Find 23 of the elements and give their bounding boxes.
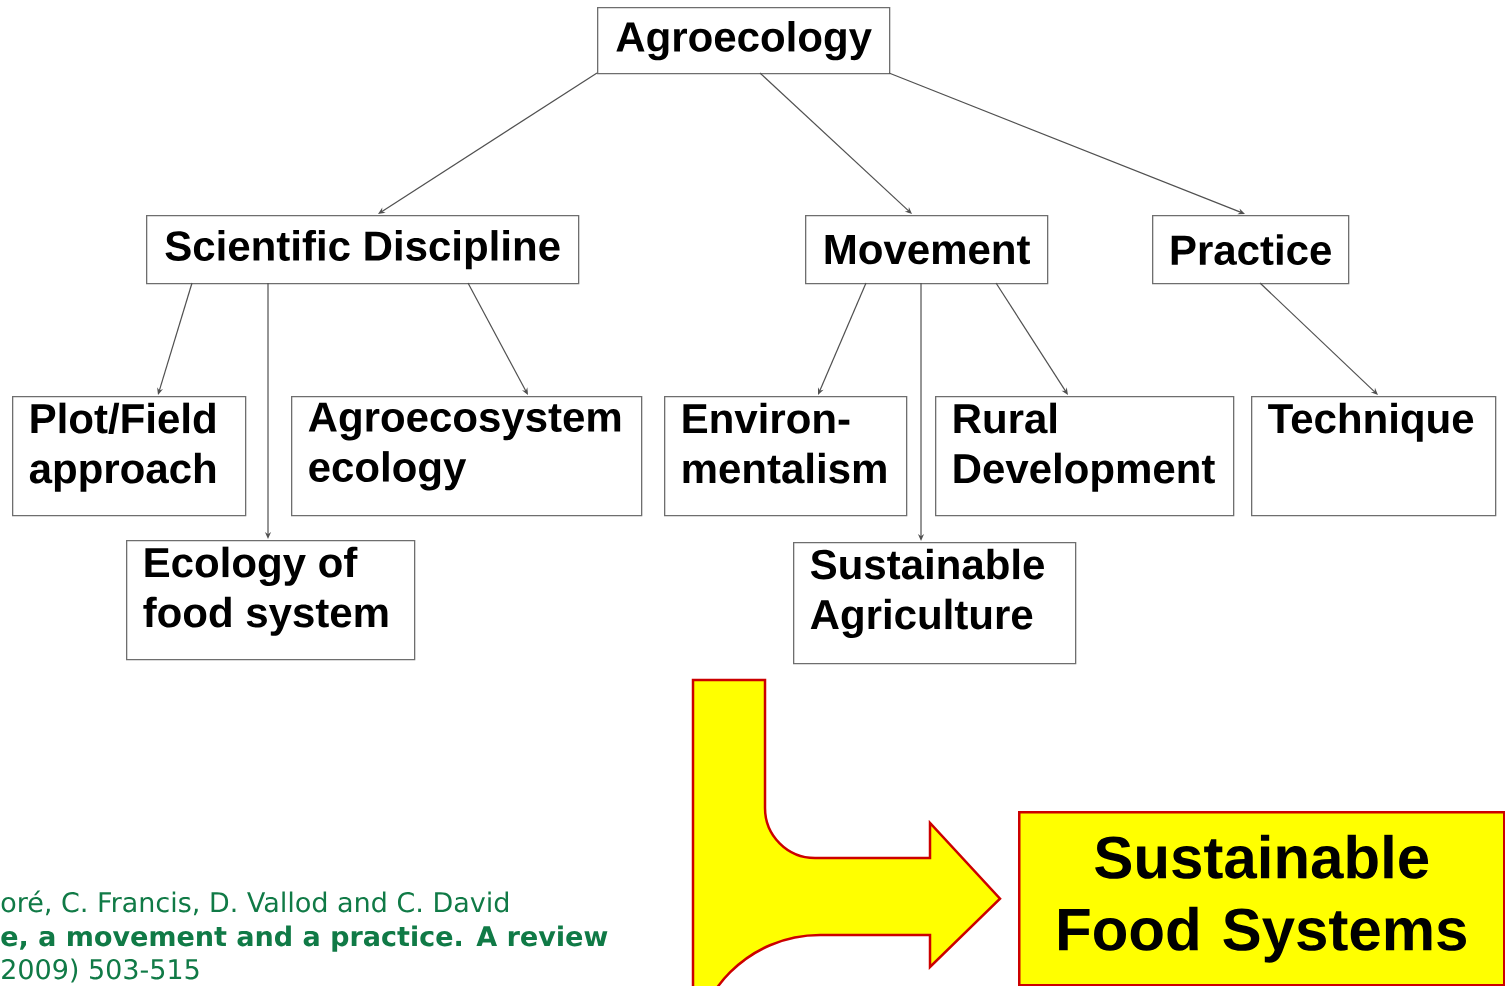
arrow: [995, 282, 1068, 395]
arrow: [467, 282, 528, 395]
highlight-box: Sustainable Food Systems: [1018, 811, 1505, 986]
concept-box: Environ- mentalism: [664, 396, 908, 517]
concept-box: Practice: [1152, 215, 1350, 285]
concept-box: Plot/Field approach: [12, 396, 247, 517]
citation-text: 2009) 503-515: [2, 958, 199, 983]
arrow: [1259, 282, 1378, 395]
concept-box: Scientific Discipline: [146, 215, 580, 285]
arrow: [759, 72, 912, 214]
block-arrow: [691, 678, 1002, 986]
concept-box: Movement: [805, 215, 1049, 285]
arrow: [157, 282, 193, 395]
concept-box: Sustainable Agriculture: [793, 542, 1077, 665]
concept-box: Agroecosystem ecology: [291, 396, 643, 517]
citation-text: e, a movement and a practice. A review: [1, 925, 608, 952]
arrow: [888, 72, 1245, 215]
concept-box: Rural Development: [935, 396, 1235, 517]
citation-text: oré, C. Francis, D. Vallod and C. David: [1, 890, 508, 916]
concept-box: Technique: [1251, 396, 1497, 517]
concept-box: Agroecology: [597, 7, 891, 75]
concept-box: Ecology of food system: [126, 540, 416, 661]
arrow: [378, 72, 598, 214]
